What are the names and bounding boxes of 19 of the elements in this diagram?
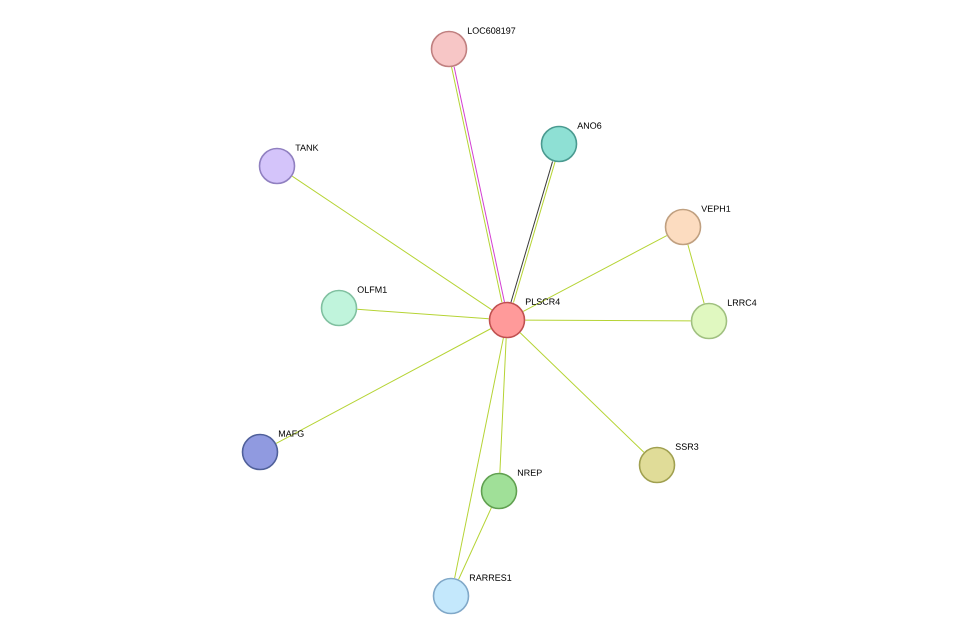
protein-label: LOC608197: [468, 27, 516, 34]
protein-label: NREP: [518, 470, 542, 476]
protein-label: VEPH1: [701, 206, 730, 212]
protein-label: RARRES1: [470, 574, 512, 581]
interaction-line: [292, 176, 492, 310]
interaction-line: [356, 308, 490, 320]
protein-label: SSR3: [676, 443, 698, 450]
interaction-line: [454, 337, 504, 579]
protein-label: LRRC4: [728, 299, 756, 306]
protein-label: TANK: [295, 144, 318, 151]
protein-label: ANO6: [577, 122, 602, 129]
interaction-line: [687, 244, 705, 304]
interaction-line: [524, 320, 692, 322]
protein-label: OLFM1: [358, 286, 387, 293]
interaction-line: [520, 332, 644, 453]
interaction-line: [276, 328, 492, 444]
interaction-line: [499, 338, 507, 474]
interaction-line: [458, 507, 492, 580]
interaction-line: [522, 235, 668, 312]
